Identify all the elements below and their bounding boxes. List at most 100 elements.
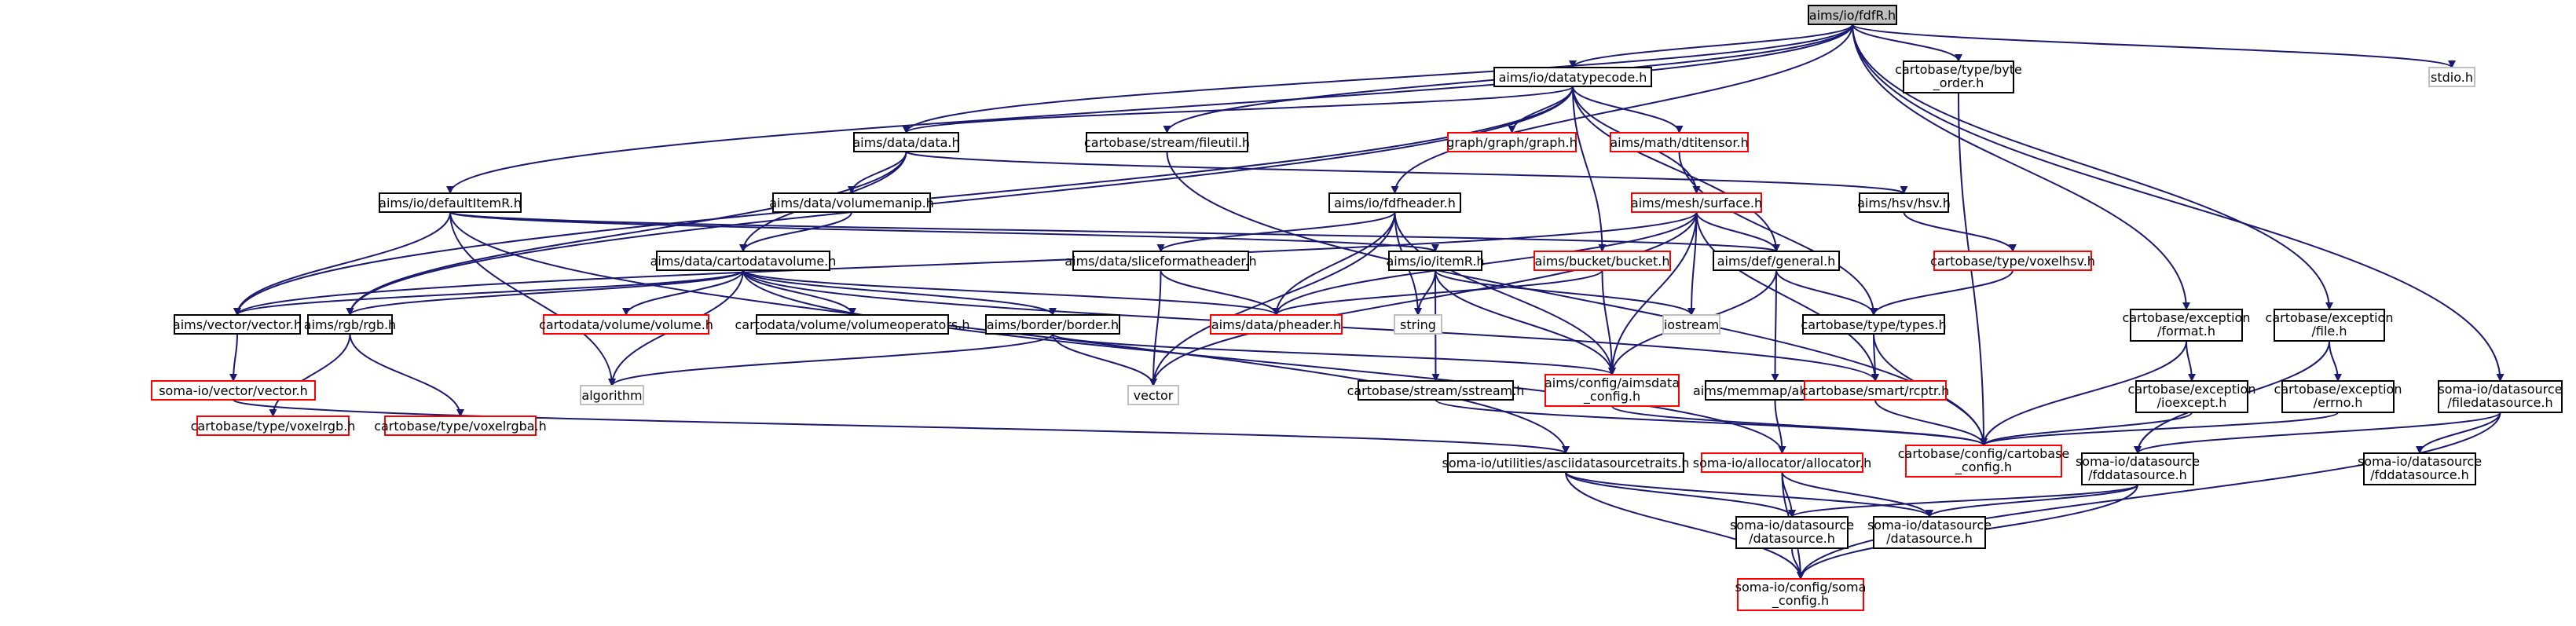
node-fddatasource[interactable]: soma-io/datasource/fddatasource.h: [2076, 452, 2200, 485]
node-voxelrgb[interactable]: cartobase/type/voxelrgb.h: [191, 416, 356, 436]
node-box-root: [1808, 5, 1897, 25]
node-box-fddatasource2: [2363, 452, 2476, 485]
node-bucket[interactable]: aims/bucket/bucket.h: [1534, 251, 1671, 271]
node-byteorder[interactable]: cartobase/type/byte_order.h: [1895, 60, 2022, 93]
node-voxelhsv[interactable]: cartobase/type/voxelhsv.h: [1930, 251, 2095, 271]
edge-bucket-to-aimsdataconfig: [1601, 269, 1616, 375]
edge-cartodatavolume-to-pheader: [742, 269, 1281, 316]
node-vectorh[interactable]: aims/vector/vector.h: [173, 314, 302, 335]
node-label-ioexcept-line1: cartobase/exception: [2128, 382, 2256, 397]
node-somaconfig[interactable]: soma-io/config/soma_config.h: [1735, 578, 1867, 611]
node-fddatasource2[interactable]: soma-io/datasource/fddatasource.h: [2358, 452, 2482, 485]
node-defgeneral[interactable]: aims/def/general.h: [1713, 251, 1840, 271]
node-box-exfile: [2274, 309, 2385, 342]
node-label-filedatasource-line1: soma-io/datasource: [2438, 382, 2562, 397]
node-label-aimsdataconfig-line2: _config.h: [1583, 389, 1640, 405]
node-datadata[interactable]: aims/data/data.h: [852, 132, 960, 152]
node-sliceformatheader[interactable]: aims/data/sliceformatheader.h: [1064, 251, 1257, 271]
edge-somavector-to-asciitraits: [233, 399, 1570, 454]
edge-surface-to-vectorh: [233, 211, 1698, 316]
node-itemr[interactable]: aims/io/itemR.h: [1386, 251, 1485, 271]
node-label-hsv: aims/hsv/hsv.h: [1857, 196, 1951, 210]
node-box-datasource2: [1873, 516, 1986, 549]
edge-defgeneral-to-types: [1775, 269, 1878, 316]
node-label-fddatasource2-line1: soma-io/datasource: [2358, 454, 2482, 469]
node-ioexcept[interactable]: cartobase/exception/ioexcept.h: [2128, 380, 2256, 413]
edge-itemr-to-iostream: [1435, 269, 1695, 316]
node-box-border: [985, 314, 1120, 335]
node-datasource2[interactable]: soma-io/datasource/datasource.h: [1867, 516, 1992, 549]
node-types[interactable]: cartobase/type/types.h: [1801, 314, 1947, 335]
node-label-datadata: aims/data/data.h: [852, 135, 959, 150]
node-label-cartodatavolume: aims/data/cartodatavolume.h: [650, 254, 837, 269]
node-vector: vector: [1127, 385, 1179, 405]
node-string: string: [1394, 314, 1442, 335]
node-box-rcptr: [1804, 380, 1947, 401]
node-pheader[interactable]: aims/data/pheader.h: [1210, 314, 1343, 335]
node-volumemanip[interactable]: aims/data/volumemanip.h: [769, 192, 934, 213]
edge-root-to-stdio: [1852, 24, 2456, 68]
node-label-asciitraits: soma-io/utilities/asciidatasourcetraits.…: [1442, 456, 1690, 470]
edge-voxelhsv-to-types: [1870, 269, 2014, 316]
node-fdfheader[interactable]: aims/io/fdfheader.h: [1328, 192, 1461, 213]
edge-itemr-to-aimsdataconfig: [1435, 269, 1616, 375]
edge-rgbh-to-voxelrgb: [269, 333, 351, 417]
node-label-stdio: stdio.h: [2431, 70, 2473, 85]
node-sstream[interactable]: cartobase/stream/sstream.h: [1347, 380, 1525, 401]
node-label-types: cartobase/type/types.h: [1801, 317, 1946, 332]
node-somaallocator[interactable]: soma-io/allocator/allocator.h: [1693, 452, 1872, 473]
node-label-iostream: iostream: [1664, 317, 1719, 332]
edge-exformat-to-cartobaseconfig: [1980, 340, 2187, 446]
edge-exformat-to-ioexcept: [2186, 340, 2196, 382]
node-somavector[interactable]: soma-io/vector/vector.h: [151, 380, 316, 401]
edge-rgbh-to-voxelrgba: [349, 333, 464, 417]
node-fileutil[interactable]: cartobase/stream/fileutil.h: [1084, 132, 1250, 152]
edge-filedatasource-to-fddatasource2: [2416, 412, 2501, 454]
node-label-byteorder-line1: cartobase/type/byte: [1895, 62, 2022, 77]
node-border[interactable]: aims/border/border.h: [985, 314, 1120, 335]
node-root[interactable]: aims/io/fdfR.h: [1808, 5, 1897, 25]
node-label-voxelrgb: cartobase/type/voxelrgb.h: [191, 419, 356, 434]
edge-sstream-to-cartobaseconfig: [1435, 399, 1988, 446]
node-label-surface: aims/mesh/surface.h: [1631, 196, 1762, 210]
node-rcptr[interactable]: cartobase/smart/rcptr.h: [1801, 380, 1950, 401]
node-aimsdataconfig[interactable]: aims/config/aimsdata_config.h: [1545, 374, 1680, 407]
node-filedatasource[interactable]: soma-io/datasource/filedatasource.h: [2438, 380, 2563, 413]
node-box-vector: [1127, 385, 1179, 405]
node-exformat[interactable]: cartobase/exception/format.h: [2123, 309, 2251, 342]
node-cvvolumeops[interactable]: cartodata/volume/volumeoperators.h: [735, 314, 970, 335]
edge-root-to-filedatasource: [1852, 24, 2505, 382]
node-box-byteorder: [1903, 60, 2014, 93]
node-datasource1[interactable]: soma-io/datasource/datasource.h: [1730, 516, 1854, 549]
node-label-fddatasource-line2: /fddatasource.h: [2088, 467, 2187, 482]
node-algorithm: algorithm: [580, 385, 644, 405]
node-voxelrgba[interactable]: cartobase/type/voxelrgba.h: [374, 416, 547, 436]
node-cartobaseconfig[interactable]: cartobase/config/cartobase_config.h: [1898, 445, 2070, 478]
node-asciitraits[interactable]: soma-io/utilities/asciidatasourcetraits.…: [1442, 452, 1690, 473]
node-box-pheader: [1210, 314, 1343, 335]
node-cvvolume[interactable]: cartodata/volume/volume.h: [539, 314, 713, 335]
node-label-volumemanip: aims/data/volumemanip.h: [769, 196, 934, 210]
node-errno[interactable]: cartobase/exception/errno.h: [2274, 380, 2402, 413]
node-box-cartodatavolume: [656, 251, 830, 271]
edge-defaultitemr-to-itemr: [449, 211, 1439, 252]
edge-hsv-to-voxelhsv: [1903, 211, 2017, 252]
edge-defgeneral-to-memmap: [1771, 269, 1779, 382]
node-datatypecode[interactable]: aims/io/datatypecode.h: [1493, 67, 1652, 87]
node-surface[interactable]: aims/mesh/surface.h: [1631, 192, 1762, 213]
node-box-string: [1394, 314, 1442, 335]
node-box-fddatasource: [2081, 452, 2194, 485]
edge-surface-to-vector: [1149, 211, 1698, 386]
node-cartodatavolume[interactable]: aims/data/cartodatavolume.h: [650, 251, 837, 271]
node-rgbh[interactable]: aims/rgb/rgb.h: [304, 314, 396, 335]
edge-surface-to-defgeneral: [1695, 211, 1780, 252]
node-label-exformat-line2: /format.h: [2157, 324, 2215, 339]
node-exfile[interactable]: cartobase/exception/file.h: [2266, 309, 2394, 342]
edge-defaultitemr-to-algorithm: [449, 211, 616, 386]
node-graph[interactable]: graph/graph/graph.h: [1446, 132, 1577, 152]
node-box-vectorh: [174, 314, 301, 335]
node-dtitensor[interactable]: aims/math/dtitensor.h: [1610, 132, 1749, 152]
edge-border-to-vector: [1052, 333, 1157, 386]
node-defaultitemr[interactable]: aims/io/defaultItemR.h: [379, 192, 522, 213]
node-hsv[interactable]: aims/hsv/hsv.h: [1857, 192, 1951, 213]
